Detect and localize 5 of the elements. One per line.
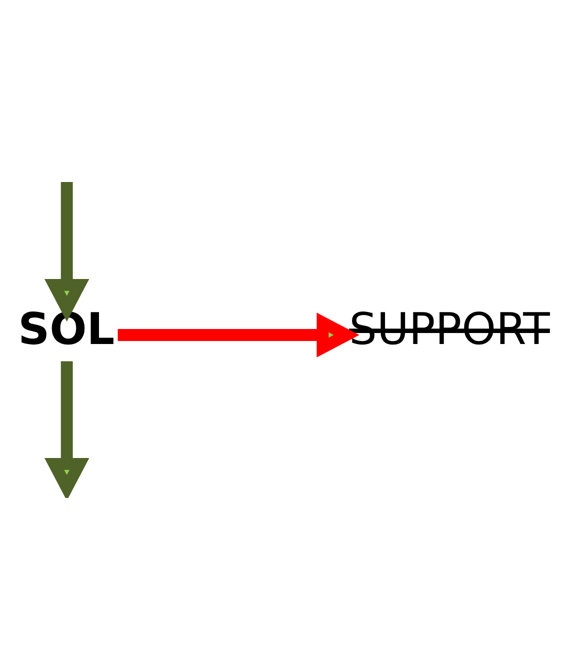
node-text: SOL (18, 304, 115, 356)
arrow (118, 312, 360, 358)
arrow (44, 182, 90, 322)
node-text: SUPPORT (349, 304, 550, 356)
arrow (44, 361, 90, 498)
